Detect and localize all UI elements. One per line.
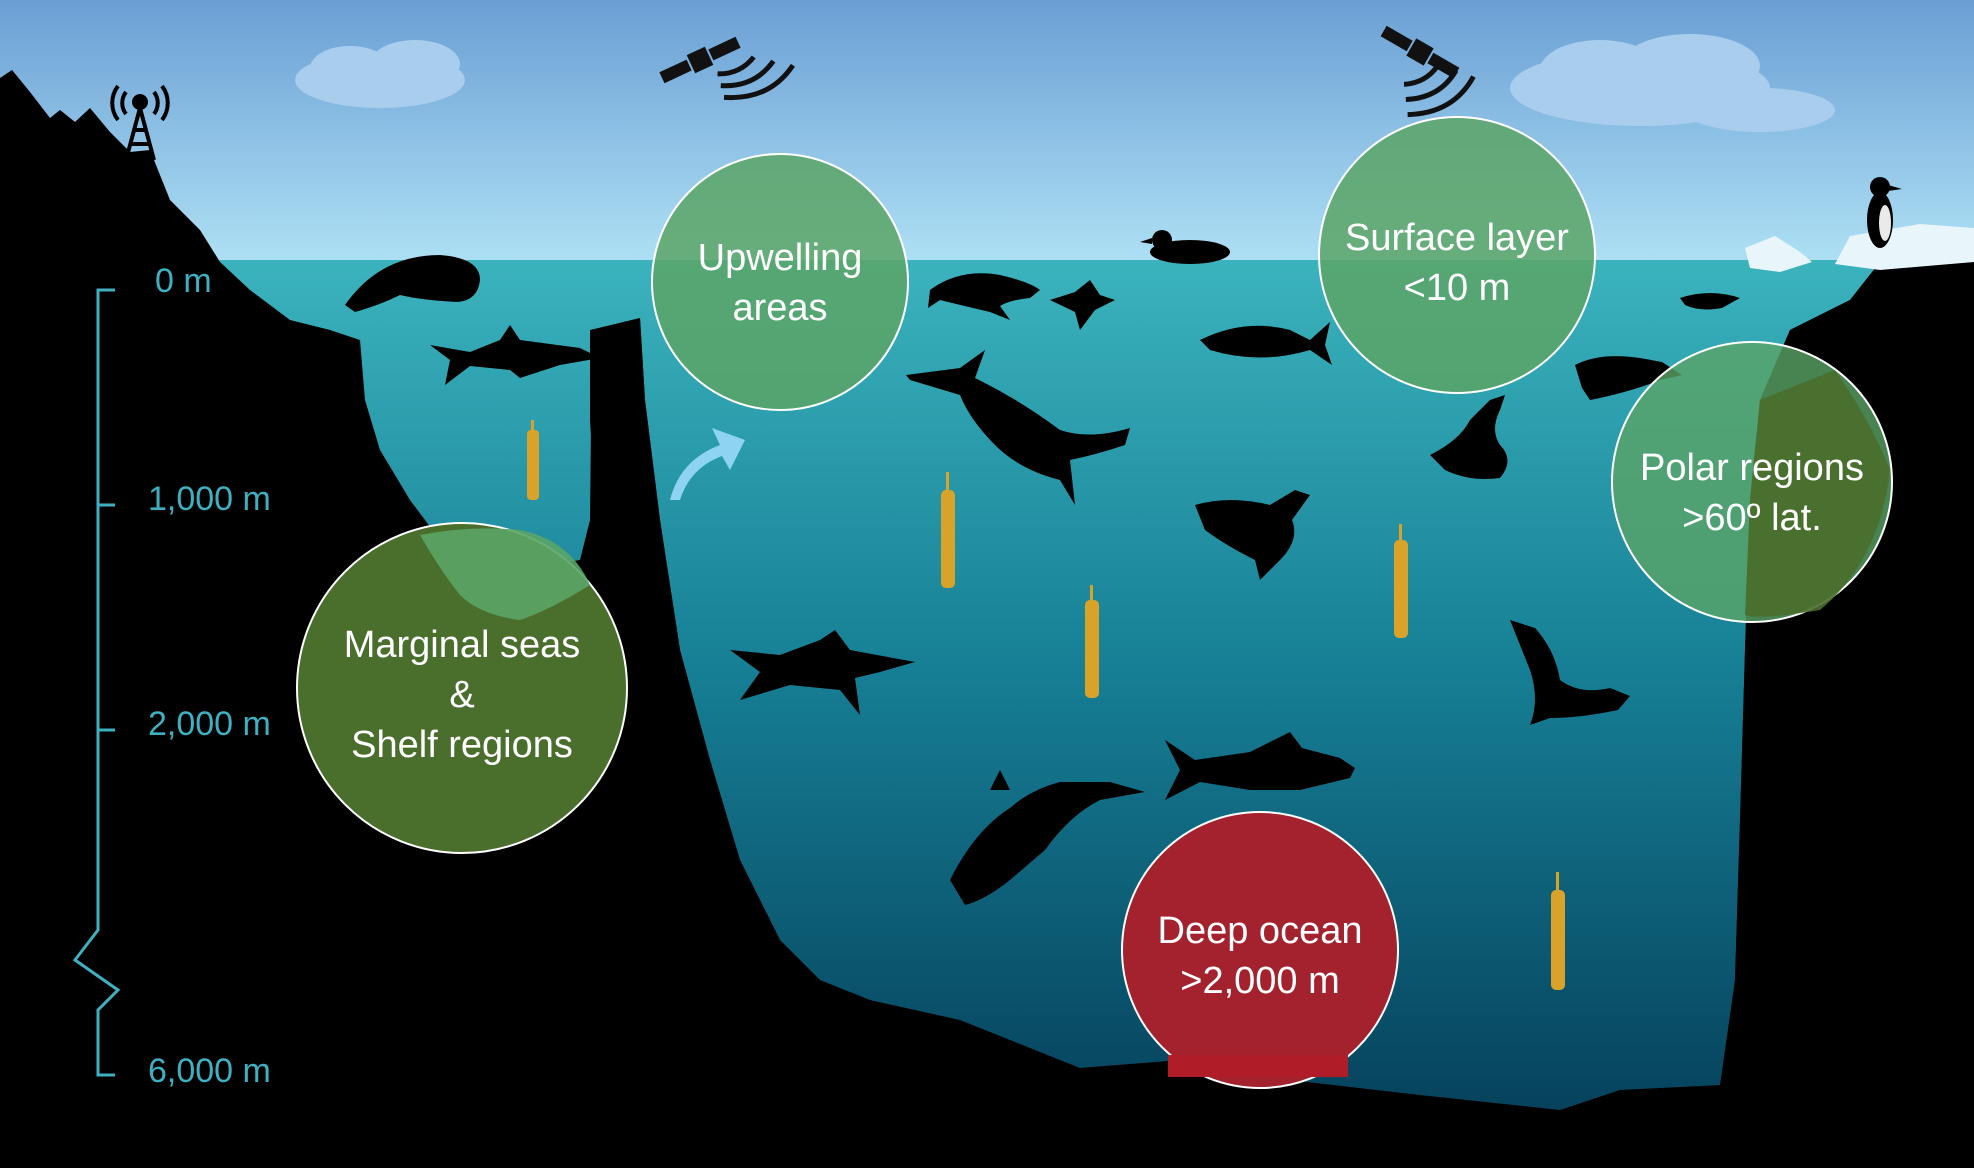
swordfish-icon bbox=[1165, 732, 1355, 800]
profiling-float-icon bbox=[1085, 585, 1099, 698]
seal-icon bbox=[1430, 395, 1508, 479]
turtle-icon bbox=[928, 273, 1040, 320]
region-labels: Upwelling areas Surface layer <10 m Polar re… bbox=[344, 217, 1864, 1002]
marginal-region-label: Marginal seas bbox=[344, 624, 581, 666]
deep-region-label: >2,000 m bbox=[1180, 960, 1340, 1002]
upwelling-region-label: Upwelling bbox=[698, 237, 863, 279]
penguin-icon bbox=[1575, 356, 1682, 400]
whale-icon bbox=[950, 782, 1145, 905]
cloud-icon bbox=[1510, 34, 1835, 132]
polar-region-label: >60º lat. bbox=[1682, 497, 1822, 539]
upwelling-region-label: areas bbox=[732, 287, 827, 329]
deep-region-label: Deep ocean bbox=[1158, 910, 1363, 952]
polar-region-land-overlap bbox=[1745, 370, 1890, 617]
depth-label: 0 m bbox=[155, 262, 212, 300]
shelf-ridge bbox=[590, 318, 780, 940]
bird-icon bbox=[1140, 230, 1230, 264]
manatee-icon bbox=[345, 255, 480, 312]
surface-region-circle bbox=[1318, 116, 1596, 394]
deep-region-circle bbox=[1121, 811, 1399, 1089]
profiling-float-icon bbox=[1551, 872, 1565, 990]
marginal-region-label: Shelf regions bbox=[351, 724, 573, 766]
fish-icon bbox=[1200, 322, 1332, 365]
profiling-float-icon bbox=[941, 472, 955, 588]
surface-region-label: Surface layer bbox=[1345, 217, 1569, 259]
cloud-icon bbox=[295, 40, 465, 108]
polar-region-label: Polar regions bbox=[1640, 447, 1864, 489]
depth-scale bbox=[72, 288, 121, 1077]
deep-region-seafloor-overlap bbox=[1168, 1055, 1348, 1077]
radio-tower-icon bbox=[110, 84, 170, 161]
shark-icon bbox=[730, 630, 915, 715]
upwelling-region-circle bbox=[651, 153, 909, 411]
depth-label: 2,000 m bbox=[148, 705, 271, 743]
profiling-float-icon bbox=[1394, 524, 1408, 638]
ice-floe-icon bbox=[1745, 236, 1812, 272]
whale-icon bbox=[990, 770, 1010, 790]
arrow-icon bbox=[670, 428, 745, 500]
depth-labels: 0 m 1,000 m 2,000 m 6,000 m bbox=[148, 262, 271, 1090]
continental-shelf bbox=[0, 70, 1974, 1168]
shark-icon bbox=[430, 325, 600, 385]
whale-icon bbox=[906, 350, 1130, 505]
marginal-region-label: & bbox=[449, 674, 474, 716]
satellite-icon bbox=[659, 36, 795, 101]
bird-icon bbox=[1050, 280, 1115, 330]
seal-icon bbox=[1510, 620, 1630, 725]
profiling-float-icon bbox=[527, 420, 539, 500]
depth-label: 6,000 m bbox=[148, 1052, 271, 1090]
satellite-icon bbox=[1380, 25, 1476, 118]
marginal-region-water-overlap bbox=[420, 528, 590, 620]
surface-region-label: <10 m bbox=[1404, 267, 1511, 309]
penguin-icon bbox=[1680, 293, 1740, 310]
depth-label: 1,000 m bbox=[148, 480, 271, 518]
penguin-icon bbox=[1867, 177, 1902, 248]
turtle-icon bbox=[1195, 490, 1310, 580]
